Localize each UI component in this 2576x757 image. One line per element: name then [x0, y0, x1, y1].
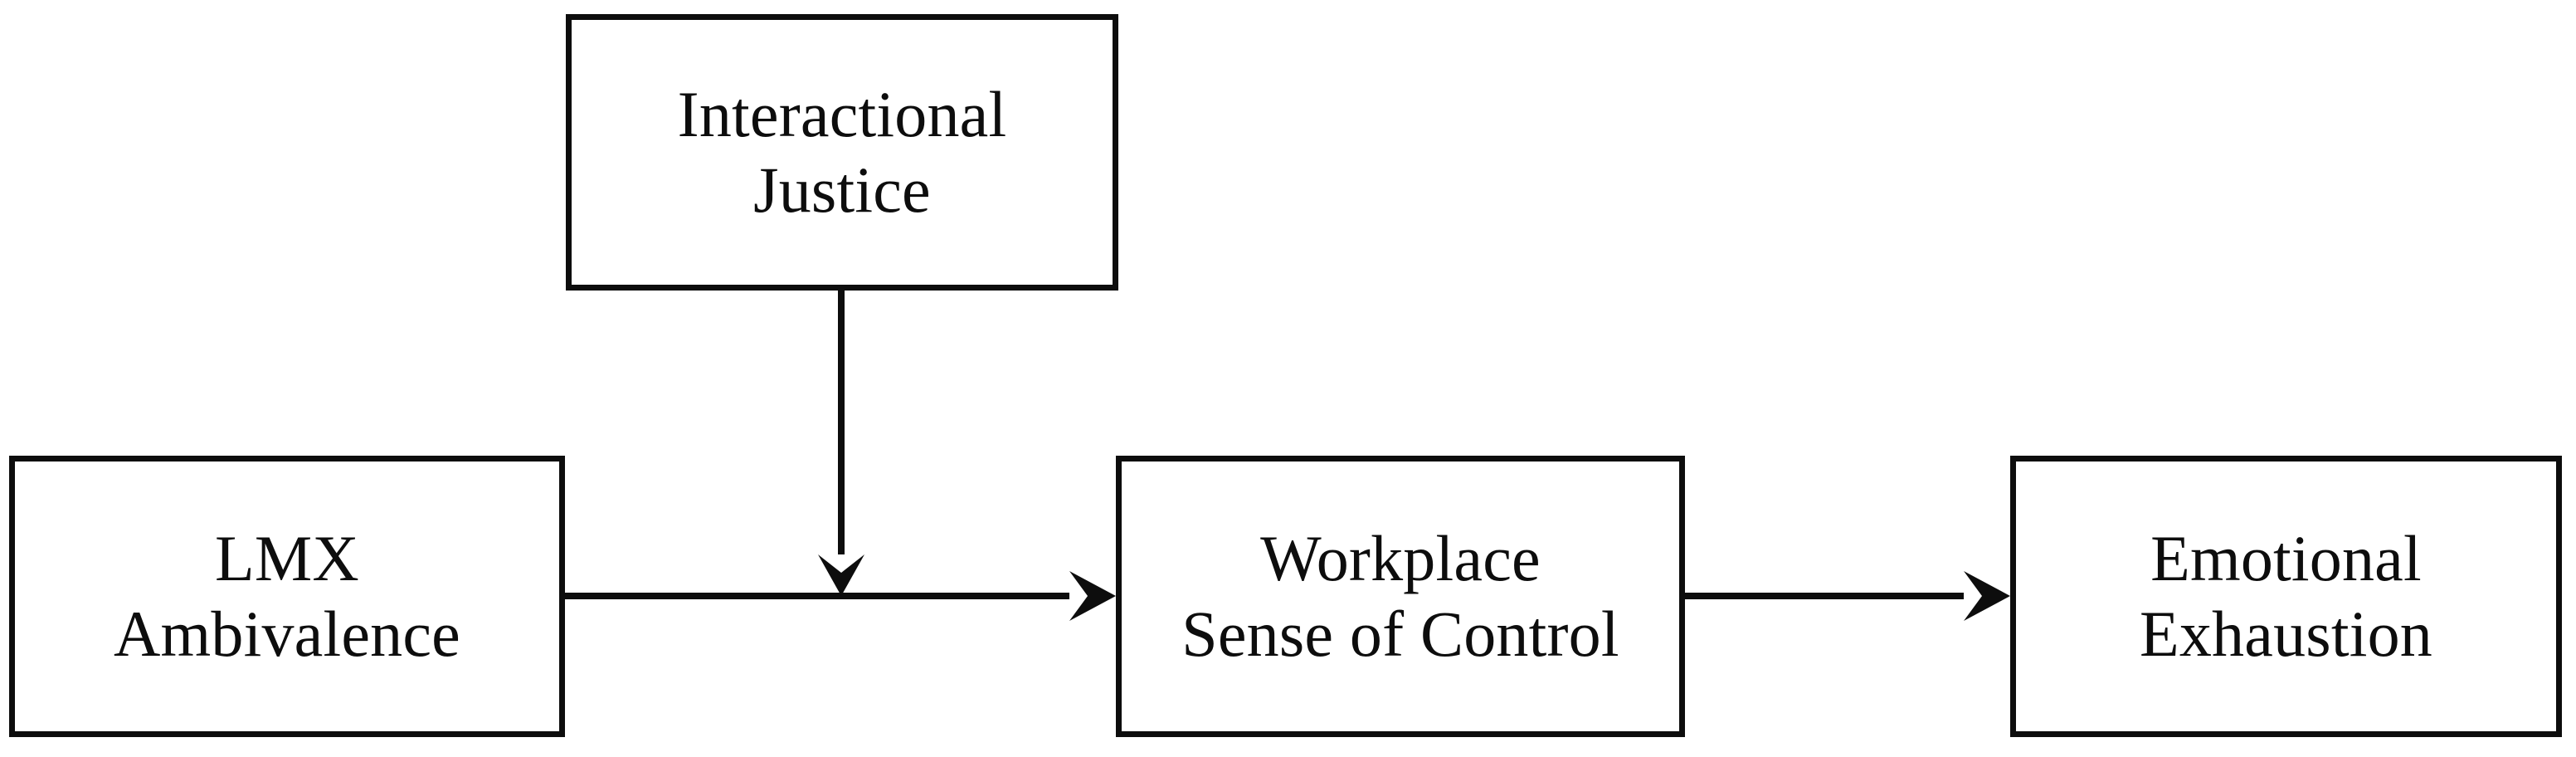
arrowhead-icon: [1069, 571, 1116, 621]
node-lmx-ambivalence[interactable]: LMX Ambivalence: [9, 456, 565, 737]
node-label-interactional-justice: Interactional Justice: [677, 78, 1007, 226]
edge-lmx-to-control: [565, 571, 1116, 621]
node-label-emotional-exhaustion: Emotional Exhaustion: [2140, 522, 2432, 670]
edge-justice-moderator: [818, 291, 864, 596]
node-emotional-exhaustion[interactable]: Emotional Exhaustion: [2010, 456, 2562, 737]
edge-control-to-exhaustion: [1685, 571, 2010, 621]
node-workplace-sense-of-control[interactable]: Workplace Sense of Control: [1116, 456, 1685, 737]
arrowhead-icon: [818, 554, 864, 596]
node-interactional-justice[interactable]: Interactional Justice: [566, 14, 1118, 291]
node-label-workplace-sense-of-control: Workplace Sense of Control: [1181, 522, 1619, 670]
arrowhead-icon: [1964, 571, 2010, 621]
node-label-lmx-ambivalence: LMX Ambivalence: [113, 522, 461, 670]
